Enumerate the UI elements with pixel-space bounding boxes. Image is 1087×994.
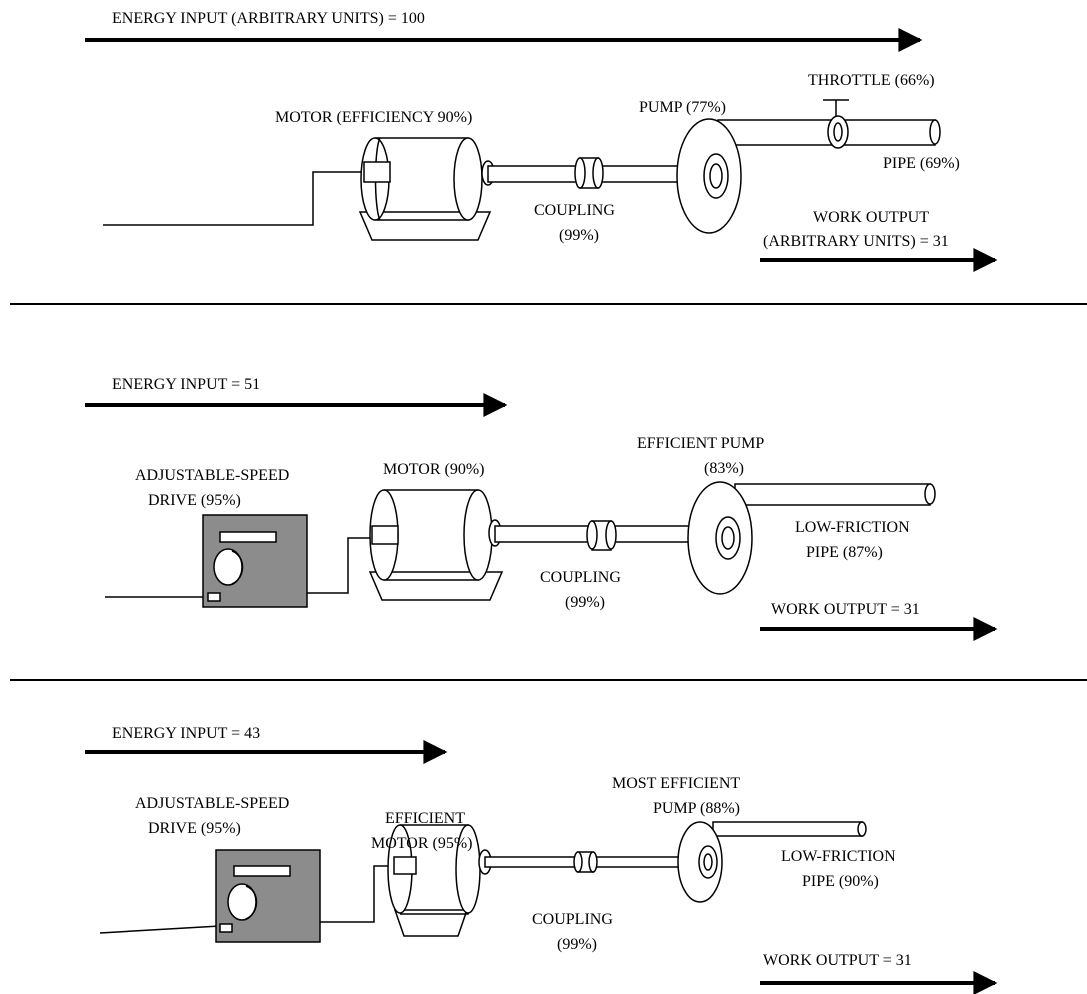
panel-3-drive-label: ADJUSTABLE-SPEED	[135, 795, 289, 812]
panel-1-motor-icon	[358, 137, 679, 241]
panel-1-energy-input-label: ENERGY INPUT (ARBITRARY UNITS) = 100	[112, 10, 425, 27]
panel-3-energy-input-label: ENERGY INPUT = 43	[112, 725, 260, 742]
panel-3-pump-label: MOST EFFICIENT	[612, 775, 740, 792]
panel-2-energy-input-label: ENERGY INPUT = 51	[112, 376, 260, 393]
panel-1-motor-label: MOTOR (EFFICIENCY 90%)	[275, 109, 472, 126]
panel-1-work-output-label: WORK OUTPUT	[813, 209, 929, 226]
panel-3-drive-value: DRIVE (95%)	[148, 820, 241, 837]
panel-2-motor-icon	[368, 489, 696, 601]
panel-3-pipe-label: LOW-FRICTION	[781, 848, 896, 865]
panel-1-power-cable	[103, 171, 364, 226]
panel-1-throttle-icon	[823, 99, 849, 149]
panel-2-motor-label: MOTOR (90%)	[383, 461, 484, 478]
panel-2-coupling-icon	[586, 520, 617, 551]
panel-1-pipe-label: PIPE (69%)	[883, 155, 960, 172]
panel-1-coupling-label: COUPLING	[534, 202, 615, 219]
panel-3-motor-icon	[387, 824, 689, 937]
panel-3-coupling-value: (99%)	[557, 936, 597, 953]
panel-3-pump-value: PUMP (88%)	[653, 800, 740, 817]
panel-2-drive-value: DRIVE (95%)	[148, 492, 241, 509]
panel-1-pump-icon	[676, 118, 941, 234]
panel-3-motor-label: EFFICIENT	[385, 810, 465, 827]
panel-2-pipe-label: LOW-FRICTION	[795, 519, 910, 536]
panel-3-drive-cable	[320, 865, 394, 923]
panel-3-drive-icon	[215, 849, 321, 943]
panel-3-pipe-value: PIPE (90%)	[802, 873, 879, 890]
panel-2-drive-icon	[202, 514, 308, 608]
panel-3-power-cable	[99, 925, 221, 934]
panel-2-coupling-value: (99%)	[565, 594, 605, 611]
panel-2-drive-cable	[307, 537, 372, 594]
panel-2-pump-label: EFFICIENT PUMP	[637, 435, 764, 452]
panel-3-motor-value: MOTOR (95%)	[371, 835, 472, 852]
panel-1-conventional-system: ENERGY INPUT (ARBITRARY UNITS) = 100 MOT…	[85, 10, 998, 272]
panel-3-coupling-label: COUPLING	[532, 911, 613, 928]
panel-2-pipe-value: PIPE (87%)	[806, 544, 883, 561]
panel-2-adjustable-speed-system: ENERGY INPUT = 51 ADJUSTABLE-SPEED DRIVE…	[85, 376, 998, 641]
panel-3-coupling-icon	[573, 851, 598, 873]
panel-3-most-efficient-system: ENERGY INPUT = 43 ADJUSTABLE-SPEED DRIVE…	[85, 725, 998, 994]
panel-2-coupling-label: COUPLING	[540, 569, 621, 586]
panel-1-coupling-icon	[574, 157, 604, 189]
panel-3-work-output-label: WORK OUTPUT = 31	[763, 952, 912, 969]
panel-2-drive-label: ADJUSTABLE-SPEED	[135, 467, 289, 484]
panel-1-pump-label: PUMP (77%)	[639, 99, 726, 116]
panel-1-throttle-label: THROTTLE (66%)	[808, 72, 935, 89]
panel-3-pump-icon	[677, 821, 867, 903]
panel-2-pump-icon	[687, 481, 936, 595]
panel-2-work-output-label: WORK OUTPUT = 31	[771, 601, 920, 618]
panel-1-coupling-value: (99%)	[559, 227, 599, 244]
panel-2-pump-value: (83%)	[704, 460, 744, 477]
panel-1-work-output-value: (ARBITRARY UNITS) = 31	[763, 233, 949, 250]
